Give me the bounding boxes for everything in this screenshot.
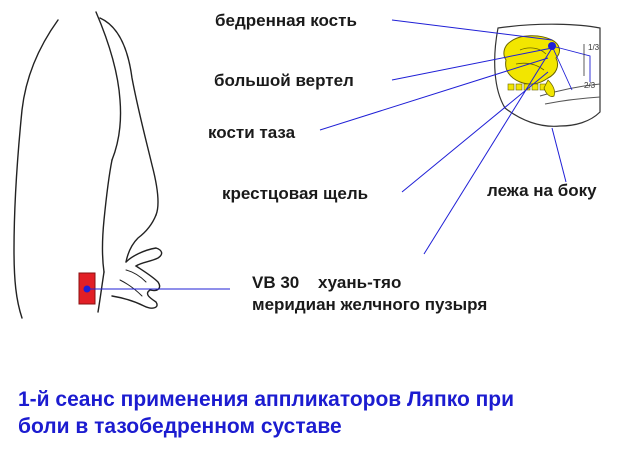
inset-measure-lines <box>551 45 591 91</box>
leader-lines <box>87 19 567 290</box>
caption-line-1: 1-й сеанс применения аппликаторов Ляпко … <box>18 388 515 411</box>
arm-contour <box>101 159 113 273</box>
label-sacral: крестцовая щель <box>222 184 368 203</box>
back-contour <box>13 19 59 319</box>
leader-side <box>551 127 567 183</box>
shoulder-contour <box>99 17 159 216</box>
chest-contour <box>95 11 122 161</box>
leader-pelvis <box>319 57 549 131</box>
leader-vb30-inset <box>423 47 553 255</box>
inset-mark-2: 2/3 <box>584 81 596 90</box>
label-pelvis: кости таза <box>208 123 296 142</box>
caption: 1-й сеанс применения аппликаторов Ляпко … <box>18 386 618 440</box>
label-side: лежа на боку <box>487 181 597 200</box>
leader-sacral <box>401 71 549 193</box>
label-point-code: VB 30 <box>252 273 299 292</box>
label-trochanter: большой вертел <box>214 71 354 90</box>
label-point-name: хуань-тяо <box>318 273 401 292</box>
caption-line-2: боли в тазобедренном суставе <box>18 415 342 438</box>
label-meridian: меридиан желчного пузыря <box>252 295 487 314</box>
trochanter-bone <box>543 79 555 97</box>
leader-trochanter <box>391 47 553 81</box>
finger-lines <box>119 269 147 297</box>
inset-mark-1: 1/3 <box>588 43 600 52</box>
bone-detail <box>515 47 547 71</box>
hip-contour <box>97 271 105 313</box>
inset-thigh-lines <box>539 83 601 105</box>
body-outline <box>13 11 163 319</box>
label-femur: бедренная кость <box>215 11 357 30</box>
leader-femur <box>391 19 553 41</box>
forearm-contour <box>125 214 157 263</box>
inset-pelvis: 1/3 2/3 <box>494 23 601 127</box>
hand-contour <box>111 247 163 309</box>
